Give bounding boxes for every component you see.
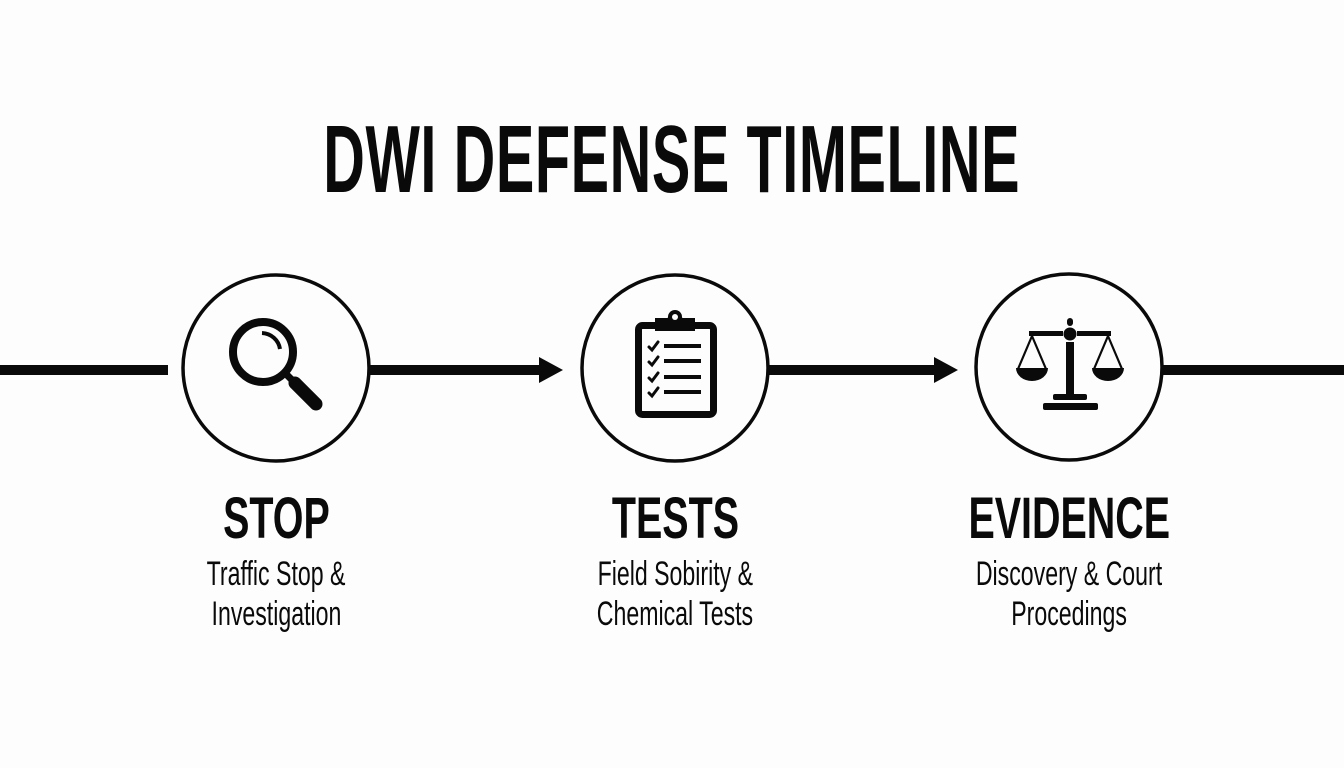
title-text: DWI DEFENSE TIMELINE [323, 106, 1021, 213]
stage-description: Discovery & Court Procedings [909, 554, 1229, 634]
timeline-connectors [0, 357, 1344, 383]
stage-heading: EVIDENCE [909, 490, 1229, 548]
stage-description: Field Sobirity & Chemical Tests [515, 554, 835, 634]
connector-right-edge [1163, 365, 1344, 375]
magnifying-glass-icon [229, 318, 323, 411]
stage-description-line: Procedings [1011, 595, 1127, 633]
stage-heading-text: EVIDENCE [968, 486, 1170, 551]
page-title: DWI DEFENSE TIMELINE [0, 112, 1344, 208]
stage-description-line: Discovery & Court [975, 555, 1163, 593]
stage-heading-text: TESTS [611, 486, 739, 551]
stage-description-line: Investigation [211, 595, 341, 633]
stage-tests-label: TESTS Field Sobirity & Chemical Tests [515, 490, 835, 634]
stage-evidence-node [974, 272, 1164, 462]
arrow-stop-to-tests [369, 357, 563, 383]
clipboard-checklist-icon [635, 310, 717, 418]
connector-left-edge [0, 365, 168, 375]
stage-stop-label: STOP Traffic Stop & Investigation [116, 490, 436, 634]
stage-stop-node [181, 273, 371, 463]
stage-heading: STOP [116, 490, 436, 548]
stage-heading: TESTS [515, 490, 835, 548]
stage-description-line: Traffic Stop & [206, 555, 346, 593]
stage-heading-text: STOP [222, 486, 330, 551]
stage-description: Traffic Stop & Investigation [116, 554, 436, 634]
arrow-tests-to-evidence [768, 357, 958, 383]
stage-description-line: Field Sobirity & [597, 555, 753, 593]
stage-evidence-label: EVIDENCE Discovery & Court Procedings [909, 490, 1229, 634]
scales-of-justice-icon [1016, 318, 1124, 410]
stage-description-line: Chemical Tests [596, 595, 754, 633]
stage-tests-node [580, 273, 770, 463]
